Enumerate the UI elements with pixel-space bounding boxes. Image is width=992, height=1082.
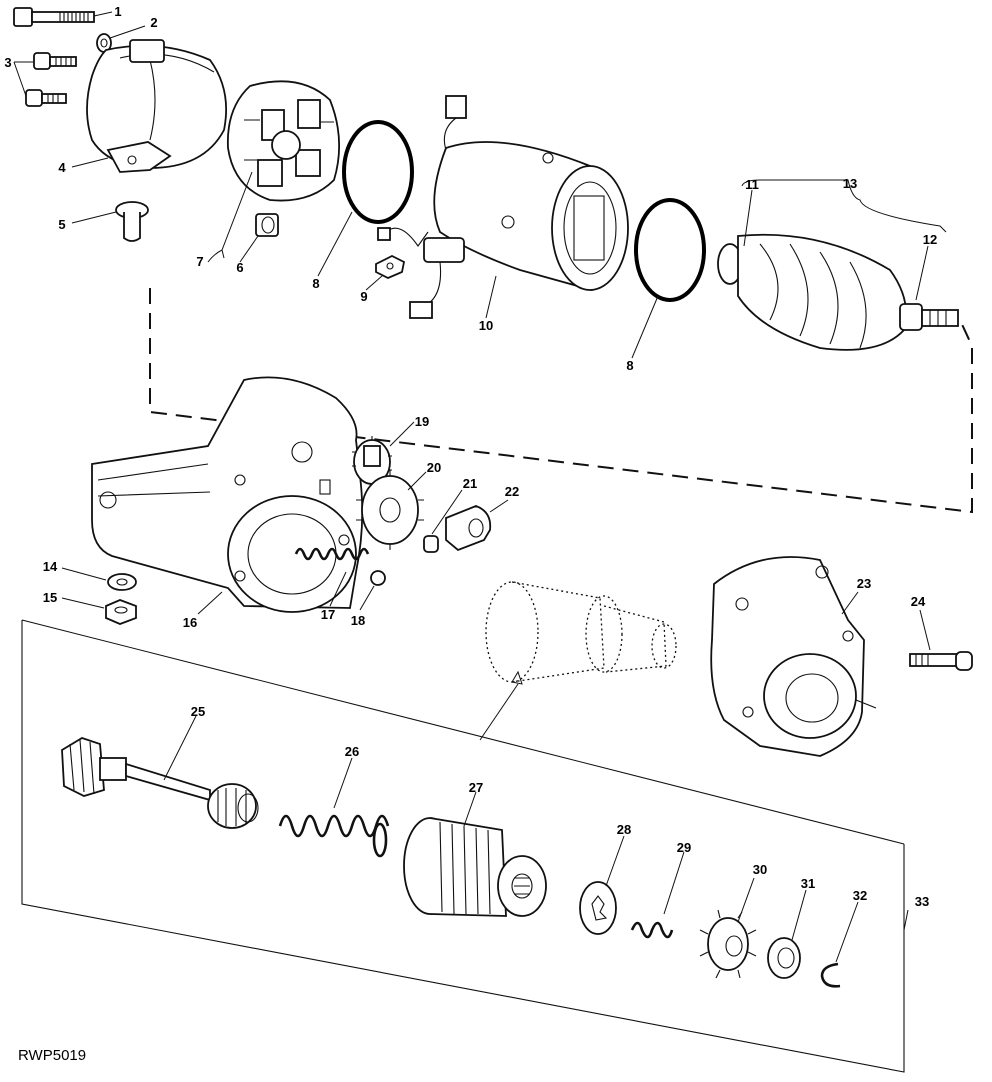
callout-27: 27 xyxy=(469,780,483,795)
callout-28: 28 xyxy=(617,822,631,837)
alignment-guide xyxy=(149,288,973,514)
callout-8-rear: 8 xyxy=(312,276,319,291)
callout-29: 29 xyxy=(677,840,691,855)
callout-22: 22 xyxy=(505,484,519,499)
part-29-spring xyxy=(630,921,674,939)
part-25-drive-shaft xyxy=(61,737,259,829)
part-10-field-frame xyxy=(377,95,629,319)
part-20-gear xyxy=(356,470,424,550)
part-28-thrust-washer xyxy=(579,881,617,935)
callout-9: 9 xyxy=(360,289,367,304)
callout-7: 7 xyxy=(196,254,203,269)
callout-23: 23 xyxy=(857,576,871,591)
callout-26: 26 xyxy=(345,744,359,759)
part-3-screws xyxy=(25,52,77,107)
callout-6: 6 xyxy=(236,260,243,275)
part-17-spring xyxy=(294,547,370,561)
callout-17: 17 xyxy=(321,607,335,622)
callout-10: 10 xyxy=(479,318,493,333)
part-7-brush-holder xyxy=(226,80,341,202)
callout-3: 3 xyxy=(4,55,11,70)
callout-19: 19 xyxy=(415,414,429,429)
callout-24: 24 xyxy=(911,594,926,609)
callout-21: 21 xyxy=(463,476,477,491)
part-27-clutch-drive xyxy=(403,817,547,917)
callout-13: 13 xyxy=(843,176,857,191)
callout-1: 1 xyxy=(114,4,121,19)
part-8-o-ring-rear xyxy=(342,120,414,224)
part-2-washer xyxy=(96,33,112,53)
part-24-screw xyxy=(909,651,973,671)
figure-code: RWP5019 xyxy=(18,1047,86,1064)
callout-32: 32 xyxy=(853,888,867,903)
part-6-brush xyxy=(255,213,279,237)
callout-2: 2 xyxy=(150,15,157,30)
callout-14: 14 xyxy=(43,559,58,574)
part-5-bushing xyxy=(115,201,149,242)
part-32-snap-ring xyxy=(820,962,841,988)
callout-20: 20 xyxy=(427,460,441,475)
part-13-armature xyxy=(717,233,959,351)
part-8-o-ring-front xyxy=(634,198,706,302)
part-19-idler-gear xyxy=(352,436,392,485)
part-15-nut xyxy=(105,599,137,625)
callout-8-front: 8 xyxy=(626,358,633,373)
part-31-collar xyxy=(767,937,801,979)
callout-5: 5 xyxy=(58,217,65,232)
part-4-end-cover xyxy=(86,39,227,173)
callout-4: 4 xyxy=(58,160,66,175)
part-9-nut xyxy=(375,254,406,279)
callout-11: 11 xyxy=(745,177,759,192)
callout-25: 25 xyxy=(191,704,205,719)
part-30-pinion xyxy=(699,909,757,979)
drive-assembly-outline xyxy=(485,581,677,683)
callout-33: 33 xyxy=(915,894,929,909)
part-18-ball xyxy=(370,570,386,586)
part-26-spring xyxy=(278,814,390,858)
callout-12: 12 xyxy=(923,232,937,247)
part-1-bolt xyxy=(13,7,95,27)
part-21-pin xyxy=(423,535,439,553)
callout-30: 30 xyxy=(753,862,767,877)
part-14-lock-washer xyxy=(107,573,137,591)
part-22-retainer xyxy=(445,505,492,552)
callout-18: 18 xyxy=(351,613,365,628)
drive-kit-panel xyxy=(21,620,905,1073)
callout-31: 31 xyxy=(801,876,815,891)
part-23-drive-housing xyxy=(710,556,877,757)
callout-16: 16 xyxy=(183,615,197,630)
callout-15: 15 xyxy=(43,590,57,605)
